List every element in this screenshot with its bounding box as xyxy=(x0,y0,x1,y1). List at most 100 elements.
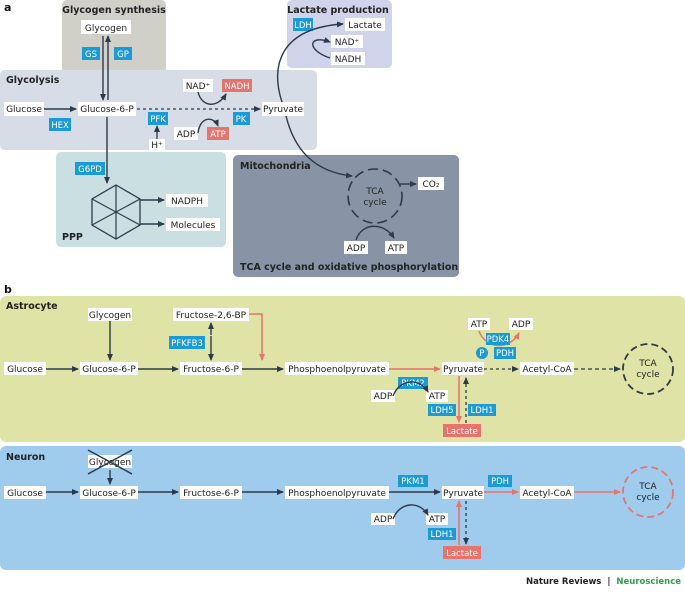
pyruvate-label: Pyruvate xyxy=(263,105,304,115)
mitochondria-box: Mitochondria TCA cycle CO₂ ADP ATP TCA c… xyxy=(233,155,459,277)
tca-label: TCA xyxy=(638,482,657,492)
phosphoenolpyruvate-label: Phosphoenolpyruvate xyxy=(288,489,386,499)
tca-cycle-ring xyxy=(622,466,674,518)
glucose-6-p-label: Glucose-6-P xyxy=(82,365,136,375)
g6pd-enzyme-tag xyxy=(75,162,105,175)
glycogen-label: Glycogen xyxy=(85,24,127,34)
glycogen-synthesis-title: Glycogen synthesis xyxy=(62,5,166,16)
cycle-label: cycle xyxy=(636,370,660,380)
pfkfb3-label: PFKFB3 xyxy=(171,339,203,349)
pdh-enzyme-tag xyxy=(494,347,516,359)
h-plus-label: H⁺ xyxy=(151,141,163,151)
adp-label: ADP xyxy=(347,244,366,254)
cycle-label: cycle xyxy=(636,493,660,503)
pkm2-label: PKM2 xyxy=(401,379,424,389)
tca-cycle-ring xyxy=(622,343,674,395)
atp-top-label: ATP xyxy=(471,320,488,330)
nadh-label: NADH xyxy=(224,82,249,92)
neuron-title: Neuron xyxy=(6,452,45,463)
molecules-label: Molecules xyxy=(171,221,216,231)
ldh1-enzyme-tag xyxy=(428,528,456,540)
tca-label: TCA xyxy=(365,187,384,197)
hex-enzyme-tag xyxy=(49,118,71,131)
tca-cycle-ring xyxy=(347,168,403,224)
ppp-title: PPP xyxy=(62,232,83,243)
pk-label: PK xyxy=(236,115,247,125)
ldh1-enzyme-tag xyxy=(468,404,496,416)
fructose-2-6-bp-label: Fructose-2,6-BP xyxy=(176,311,247,321)
pkm1-label: PKM1 xyxy=(401,477,424,487)
lactate-label: Lactate xyxy=(348,21,382,31)
neuron-panel: Neuron Glycogen Glucose Glucose-6-P Fruc… xyxy=(0,446,685,570)
glycogen-synthesis-box: Glycogen synthesis Glycogen GS GP xyxy=(62,0,166,77)
oxphos-subtitle: TCA cycle and oxidative phosphorylation xyxy=(240,262,458,273)
pdk4-label: PDK4 xyxy=(487,335,510,345)
adp-label: ADP xyxy=(177,130,196,140)
glucose-6-p-label: Glucose-6-P xyxy=(82,489,136,499)
fructose-6-p-label: Fructose-6-P xyxy=(183,489,239,499)
footer-credit: Nature Reviews | Neuroscience xyxy=(526,577,681,587)
pfk-label: PFK xyxy=(150,115,166,125)
nadh-label: NADH xyxy=(335,55,362,65)
gp-label: GP xyxy=(117,50,129,60)
adp-label: ADP xyxy=(374,392,393,402)
ldh5-enzyme-tag xyxy=(428,404,456,416)
pkm2-enzyme-tag xyxy=(398,377,428,389)
mitochondria-title: Mitochondria xyxy=(240,161,311,172)
acetyl-coa-label: Acetyl-CoA xyxy=(522,489,572,499)
atp-label: ATP xyxy=(210,130,225,140)
journal-name: Nature Reviews xyxy=(526,577,601,587)
pyruvate-label: Pyruvate xyxy=(443,365,484,375)
adp-label: ADP xyxy=(374,515,393,525)
pfkfb3-enzyme-tag xyxy=(169,336,205,349)
ldh5-label: LDH5 xyxy=(430,406,453,416)
nad-label: NAD⁺ xyxy=(186,82,211,92)
ldh-label: LDH xyxy=(294,21,312,31)
pkm1-enzyme-tag xyxy=(398,475,428,487)
glucose-6-p-label: Glucose-6-P xyxy=(80,105,134,115)
ldh1-label: LDH1 xyxy=(430,530,453,540)
pdk4-enzyme-tag xyxy=(486,333,510,345)
atp-cofactor-tag xyxy=(207,127,229,140)
lactate-source-tag xyxy=(443,546,481,559)
adp-top-label: ADP xyxy=(512,320,531,330)
hex-label: HEX xyxy=(51,121,69,131)
pdh-label: PDH xyxy=(491,477,509,487)
ppp-box: G6PD PPP NADPH Molecules xyxy=(56,152,226,247)
astrocyte-panel: Astrocyte Glycogen Fructose-2,6-BP PFKFB… xyxy=(0,296,685,442)
glycolysis-title: Glycolysis xyxy=(6,75,60,86)
co2-label: CO₂ xyxy=(423,180,440,190)
glycolysis-box: Glycolysis Glucose Glucose-6-P HEX NAD⁺ … xyxy=(0,70,317,151)
glucose-label: Glucose xyxy=(6,105,42,115)
nadh-cofactor-tag xyxy=(222,79,252,92)
atp-label: ATP xyxy=(429,515,446,525)
lactate-product-tag xyxy=(443,424,481,437)
gs-enzyme-tag xyxy=(82,47,100,60)
ldh1-label: LDH1 xyxy=(470,406,493,416)
fructose-6-p-label: Fructose-6-P xyxy=(183,365,239,375)
lactate-production-box: Lactate production LDH Lactate NAD⁺ NADH xyxy=(287,0,392,68)
nadph-label: NADPH xyxy=(171,197,203,207)
glycogen-label: Glycogen xyxy=(89,458,131,468)
pdh-enzyme-tag xyxy=(488,475,512,487)
astrocyte-title: Astrocyte xyxy=(6,301,58,312)
glucose-label: Glucose xyxy=(7,365,43,375)
separator: | xyxy=(607,577,610,587)
acetyl-coa-label: Acetyl-CoA xyxy=(522,365,572,375)
panel-b-letter: b xyxy=(4,283,12,296)
tca-label: TCA xyxy=(638,359,657,369)
glucose-label: Glucose xyxy=(7,489,43,499)
cycle-label: cycle xyxy=(363,198,387,208)
phosphate-badge xyxy=(476,347,488,359)
lactate-label: Lactate xyxy=(446,549,478,559)
pk-enzyme-tag xyxy=(233,112,250,125)
cross-out-mark xyxy=(87,449,133,475)
g6pd-label: G6PD xyxy=(78,165,102,175)
p-label: P xyxy=(479,349,484,359)
lactate-production-title: Lactate production xyxy=(287,5,389,16)
atp-label: ATP xyxy=(429,392,446,402)
nad-label: NAD⁺ xyxy=(335,38,360,48)
panel-a-letter: a xyxy=(4,1,11,14)
journal-section: Neuroscience xyxy=(616,577,681,587)
